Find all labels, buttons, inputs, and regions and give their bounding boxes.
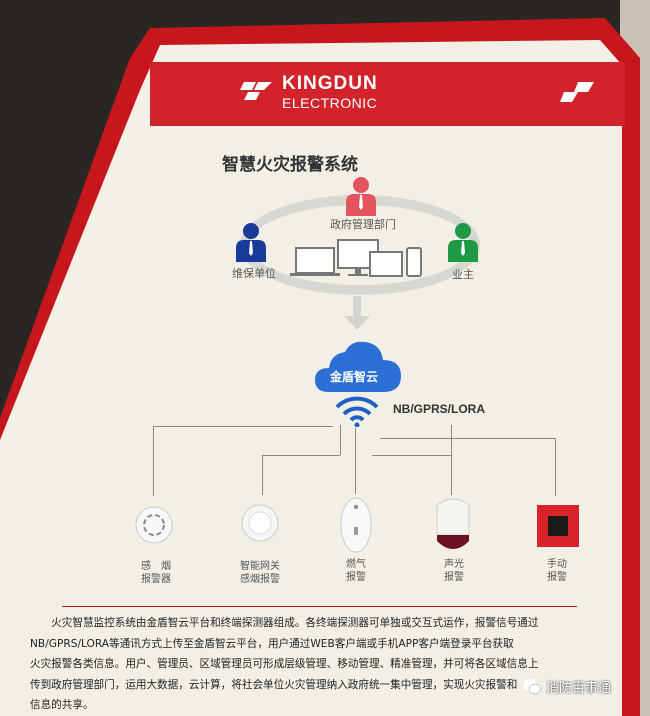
down-arrow-icon [344, 296, 370, 330]
wire-manual [380, 438, 556, 496]
wechat-watermark: 消防百事通 [522, 677, 611, 696]
brand-name: KINGDUN [282, 73, 378, 94]
government-person-icon [346, 177, 376, 216]
wire-gateway [262, 455, 340, 495]
brand-corner-icon [560, 82, 594, 102]
gas-detector-icon [340, 497, 372, 553]
kingdun-logo-icon [240, 82, 272, 100]
owner-person-icon [448, 223, 478, 262]
device-label-smoke: 感 烟报警器 [141, 561, 171, 585]
system-title: 智慧火灾报警系统 [222, 155, 358, 175]
description-line: 火灾智慧监控系统由金盾智云平台和终端探测器组成。各终端探测器可单独或交互式运作，… [30, 617, 539, 629]
role-label-owner: 业主 [452, 268, 474, 281]
role-label-government: 政府管理部门 [330, 218, 396, 231]
description-line: NB/GPRS/LORA等通讯方式上传至金盾智云平台，用户通过WEB客户端或手机… [30, 637, 514, 650]
device-label-gas: 燃气报警 [346, 559, 366, 583]
wire-gateway-vert [340, 425, 341, 455]
wire-gas [355, 428, 356, 494]
brand-subname: ELECTRONIC [282, 95, 378, 111]
divider-line [62, 606, 577, 607]
board-header-band [150, 62, 625, 126]
device-label-sound-light: 声光报警 [444, 559, 464, 583]
wireless-icon [335, 396, 379, 427]
kingdun-logo: KINGDUN ELECTRONIC [240, 74, 378, 110]
description-line: 火灾报警各类信息。用户、管理员、区域管理员可形成层级管理、移动管理、精准管理，并… [30, 658, 539, 670]
wire-alarm [372, 425, 452, 495]
manual-alarm-button-icon [537, 505, 579, 547]
description-line: 传到政府管理部门，运用大数据，云计算，将社会单位火灾管理纳入政府统一集中管理，实… [30, 678, 518, 691]
wire-alarm-h [372, 455, 452, 456]
device-label-gateway: 智能网关感烟报警 [240, 561, 280, 585]
description-line: 信息的共享。 [30, 699, 94, 711]
smoke-detector-icon [135, 506, 173, 544]
wire-smoke [153, 426, 333, 496]
role-label-maintenance: 维保单位 [232, 267, 276, 280]
maintenance-person-icon [236, 223, 266, 262]
gateway-smoke-detector-icon [241, 504, 279, 542]
cloud-platform-label: 金盾智云 [330, 370, 379, 384]
device-label-manual: 手动报警 [547, 559, 567, 583]
cloud-icon [315, 341, 401, 392]
watermark-text: 消防百事通 [546, 681, 612, 696]
sound-light-alarm-icon [436, 498, 470, 549]
devices-icon [290, 239, 422, 277]
wechat-icon [523, 678, 542, 694]
system-description: 火灾智慧监控系统由金盾智云平台和终端探测器组成。各终端探测器可单独或交互式运作，… [30, 613, 600, 716]
protocol-label: NB/GPRS/LORA [393, 402, 486, 416]
